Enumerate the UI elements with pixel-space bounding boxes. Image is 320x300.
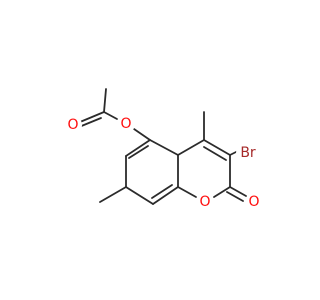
bromine-label: Br [240, 145, 256, 161]
bond-c2-carbonyl-2 [226, 191, 244, 202]
bond-acetyl-ester [103, 111, 118, 120]
acetyl-oxygen-atom: O [64, 116, 82, 134]
bond-c8-c8a [152, 186, 179, 205]
bond-ring-o-c8a [177, 186, 197, 198]
bond-c7-methyl [99, 186, 127, 203]
bond-acetyl-carbonyl-1 [79, 111, 105, 123]
bond-acetyl-methyl [103, 88, 107, 113]
atom-labels: O O Br O O [64, 115, 263, 211]
bond-c7-c8 [125, 186, 154, 205]
bond-c2-carbonyl-1 [229, 186, 247, 197]
bond-c5-c4a [149, 139, 179, 156]
ring-oxygen-label: O [199, 194, 210, 210]
bond-c4-c3-double [203, 146, 227, 161]
bond-c2-ring-o [213, 186, 231, 198]
ester-oxygen-atom: O [117, 115, 135, 133]
bond-c6-c6-double [128, 145, 149, 159]
bond-c4-c3 [203, 139, 231, 156]
bromine-atom: Br [236, 141, 260, 165]
bonds [78, 88, 247, 205]
acetyl-oxygen-label: O [67, 117, 78, 133]
lactone-carbonyl-oxygen-label: O [248, 194, 259, 210]
bond-acetyl-carbonyl-2 [78, 117, 102, 128]
chemical-structure-diagram: O O Br O O [64, 88, 263, 211]
lactone-carbonyl-oxygen-atom: O [245, 193, 263, 211]
ester-oxygen-label: O [120, 116, 131, 132]
bond-c8-c8a-double [151, 184, 173, 199]
bond-c5-c6 [125, 139, 151, 157]
bond-ester-ring [133, 128, 151, 141]
ring-oxygen-atom: O [196, 193, 214, 211]
bond-c4a-c4 [177, 139, 205, 156]
